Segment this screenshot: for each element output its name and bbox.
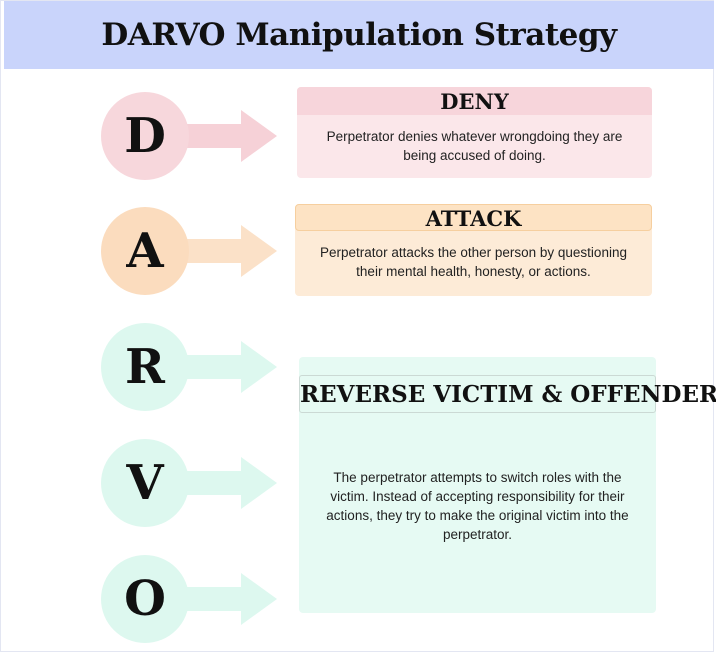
arrow-right-icon — [171, 573, 277, 625]
letter-row-a: A — [101, 207, 281, 295]
arrow-right-icon — [171, 457, 277, 509]
reverse-description: The perpetrator attempts to switch roles… — [326, 470, 629, 542]
attack-description: Perpetrator attacks the other person by … — [320, 245, 627, 279]
letter-row-o: O — [101, 555, 281, 643]
arrow-shape — [171, 110, 277, 162]
arrow-shape — [171, 457, 277, 509]
title-banner: DARVO Manipulation Strategy — [4, 1, 714, 69]
arrow-shape — [171, 341, 277, 393]
arrow-right-icon — [171, 341, 277, 393]
letter-row-r: R — [101, 323, 281, 411]
reverse-card: REVERSE VICTIM & OFFENDER The perpetrato… — [299, 357, 716, 613]
letter-circle-o: O — [101, 555, 189, 643]
deny-description: Perpetrator denies whatever wrongdoing t… — [326, 129, 623, 163]
page-title: DARVO Manipulation Strategy — [101, 17, 617, 53]
arrow-shape — [171, 225, 277, 277]
letter-row-d: D — [101, 92, 281, 180]
attack-title: ATTACK — [295, 204, 652, 231]
deny-card: DENY Perpetrator denies whatever wrongdo… — [297, 87, 652, 178]
arrow-shape — [171, 573, 277, 625]
letter-circle-r: R — [101, 323, 189, 411]
arrow-right-icon — [171, 110, 277, 162]
arrow-right-icon — [171, 225, 277, 277]
letter-circle-a: A — [101, 207, 189, 295]
attack-card: ATTACK Perpetrator attacks the other per… — [295, 204, 652, 296]
reverse-title: REVERSE VICTIM & OFFENDER — [299, 375, 716, 413]
letter-circle-d: D — [101, 92, 189, 180]
deny-title: DENY — [297, 87, 652, 115]
letter-row-v: V — [101, 439, 281, 527]
letter-circle-v: V — [101, 439, 189, 527]
